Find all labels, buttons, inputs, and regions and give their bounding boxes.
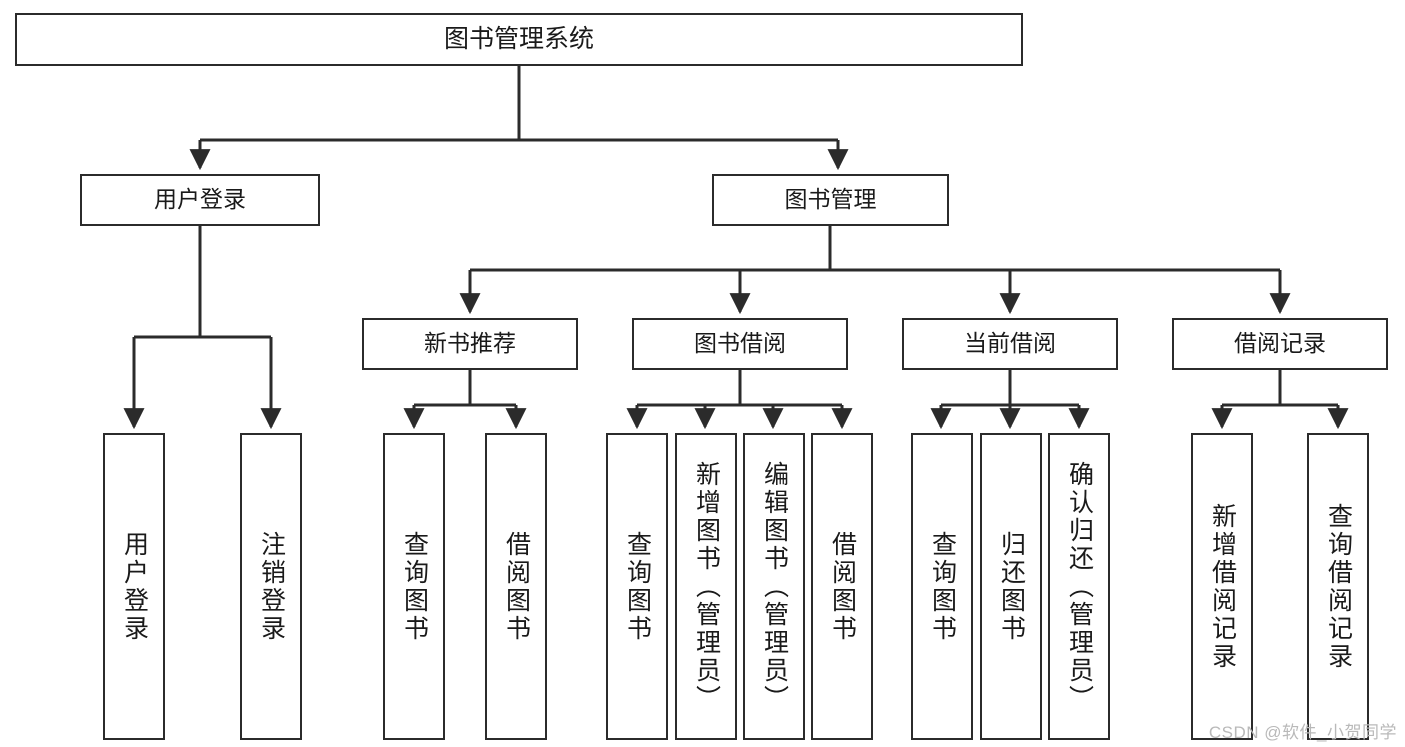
- node-label: 用户登录: [120, 530, 149, 643]
- watermark-text: CSDN @软件_小贺同学: [1208, 723, 1397, 742]
- leaf-add-borrow-record[interactable]: 新增借阅记录: [1191, 433, 1253, 740]
- node-label: 归还图书: [997, 530, 1026, 643]
- leaf-return-book[interactable]: 归还图书: [980, 433, 1042, 740]
- node-root-system[interactable]: 图书管理系统: [15, 13, 1023, 66]
- node-user-login[interactable]: 用户登录: [80, 174, 320, 226]
- node-book-management[interactable]: 图书管理: [712, 174, 949, 226]
- leaf-edit-book-admin[interactable]: 编辑图书（管理员）: [743, 433, 805, 740]
- node-label: 查询借阅记录: [1324, 502, 1353, 671]
- node-label: 图书借阅: [694, 330, 786, 357]
- leaf-logout[interactable]: 注销登录: [240, 433, 302, 740]
- node-current-borrow[interactable]: 当前借阅: [902, 318, 1118, 370]
- node-label: 新书推荐: [424, 330, 516, 357]
- node-borrow-record[interactable]: 借阅记录: [1172, 318, 1388, 370]
- leaf-borrow-book-recommend[interactable]: 借阅图书: [485, 433, 547, 740]
- node-label: 确认归还（管理员）: [1065, 460, 1094, 713]
- node-book-borrow[interactable]: 图书借阅: [632, 318, 848, 370]
- leaf-query-book-current[interactable]: 查询图书: [911, 433, 973, 740]
- node-label: 用户登录: [154, 186, 246, 213]
- node-label: 查询图书: [623, 530, 652, 643]
- leaf-confirm-return-admin[interactable]: 确认归还（管理员）: [1048, 433, 1110, 740]
- node-label: 借阅图书: [502, 530, 531, 643]
- node-label: 编辑图书（管理员）: [760, 460, 789, 713]
- node-label: 借阅图书: [828, 530, 857, 643]
- node-label: 当前借阅: [964, 330, 1056, 357]
- leaf-user-login[interactable]: 用户登录: [103, 433, 165, 740]
- node-label: 注销登录: [257, 530, 286, 643]
- node-new-book-recommend[interactable]: 新书推荐: [362, 318, 578, 370]
- node-label: 新增图书（管理员）: [692, 460, 721, 713]
- node-label: 图书管理: [784, 186, 877, 213]
- node-label: 查询图书: [928, 530, 957, 643]
- node-label: 新增借阅记录: [1208, 502, 1237, 671]
- leaf-query-book-recommend[interactable]: 查询图书: [383, 433, 445, 740]
- node-label: 借阅记录: [1234, 330, 1326, 357]
- leaf-query-book-borrow[interactable]: 查询图书: [606, 433, 668, 740]
- leaf-borrow-book[interactable]: 借阅图书: [811, 433, 873, 740]
- node-label: 图书管理系统: [443, 24, 594, 53]
- leaf-query-borrow-record[interactable]: 查询借阅记录: [1307, 433, 1369, 740]
- leaf-add-book-admin[interactable]: 新增图书（管理员）: [675, 433, 737, 740]
- node-label: 查询图书: [400, 530, 429, 643]
